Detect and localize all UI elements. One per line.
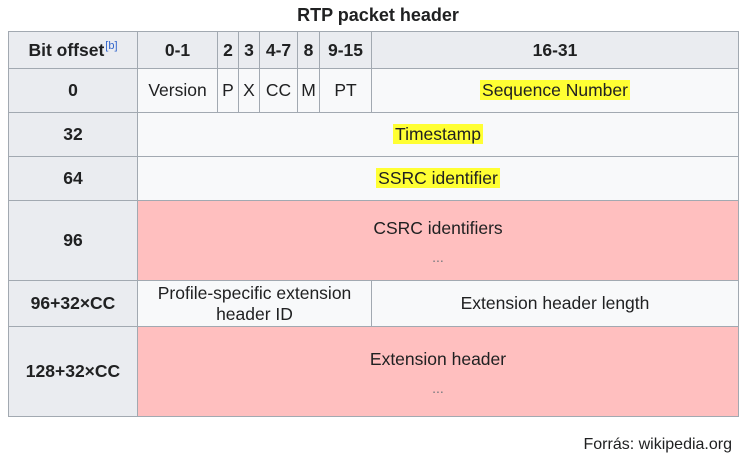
col-header: 2 xyxy=(217,31,239,69)
ssrc-label: SSRC identifier xyxy=(376,168,500,188)
extension-header-cell: Extension header ... xyxy=(137,326,739,417)
csrc-cell: CSRC identifiers ... xyxy=(137,200,739,281)
sequence-number-cell: Sequence Number xyxy=(371,68,739,113)
col-header: 4-7 xyxy=(259,31,298,69)
row-offset: 32 xyxy=(8,112,138,157)
footnote-link[interactable]: [b] xyxy=(105,39,118,52)
rtp-header-table: Bit offset[b] 0-1 2 3 4-7 8 9-15 16-31 0… xyxy=(8,31,739,417)
table-row: 32 Timestamp xyxy=(8,112,739,157)
csrc-label: CSRC identifiers xyxy=(373,217,503,238)
csrc-ellipsis: ... xyxy=(432,248,444,265)
extension-cell: X xyxy=(238,68,260,113)
timestamp-cell: Timestamp xyxy=(137,112,739,157)
row-offset: 128+32×CC xyxy=(8,326,138,417)
row-offset: 96+32×CC xyxy=(8,280,138,327)
extension-header-ellipsis: ... xyxy=(432,379,444,396)
col-header: 16-31 xyxy=(371,31,739,69)
table-row: 96 CSRC identifiers ... xyxy=(8,200,739,281)
source-credit: Forrás: wikipedia.org xyxy=(583,436,733,453)
row-offset: 0 xyxy=(8,68,138,113)
header-row: Bit offset[b] 0-1 2 3 4-7 8 9-15 16-31 xyxy=(8,31,739,69)
col-header: 9-15 xyxy=(319,31,372,69)
table-row: 128+32×CC Extension header ... xyxy=(8,326,739,417)
ssrc-cell: SSRC identifier xyxy=(137,156,739,201)
row-offset: 64 xyxy=(8,156,138,201)
table-caption: RTP packet header xyxy=(297,5,459,25)
marker-cell: M xyxy=(297,68,320,113)
extension-header-label: Extension header xyxy=(369,348,507,369)
sequence-number-label: Sequence Number xyxy=(480,80,630,100)
col-header: 8 xyxy=(297,31,320,69)
csrc-count-cell: CC xyxy=(259,68,298,113)
padding-cell: P xyxy=(217,68,239,113)
table-row: 96+32×CC Profile-specific extension head… xyxy=(8,280,739,327)
row-offset: 96 xyxy=(8,200,138,281)
bit-offset-header: Bit offset[b] xyxy=(8,31,138,69)
version-cell: Version xyxy=(137,68,218,113)
timestamp-label: Timestamp xyxy=(393,124,483,144)
table-row: 0 Version P X CC M PT Sequence Number xyxy=(8,68,739,113)
table-row: 64 SSRC identifier xyxy=(8,156,739,201)
bit-offset-label: Bit offset xyxy=(28,39,105,60)
payload-type-cell: PT xyxy=(319,68,372,113)
col-header: 3 xyxy=(238,31,260,69)
col-header: 0-1 xyxy=(137,31,218,69)
profile-ext-id-cell: Profile-specific extension header ID xyxy=(137,280,372,327)
ext-length-cell: Extension header length xyxy=(371,280,739,327)
